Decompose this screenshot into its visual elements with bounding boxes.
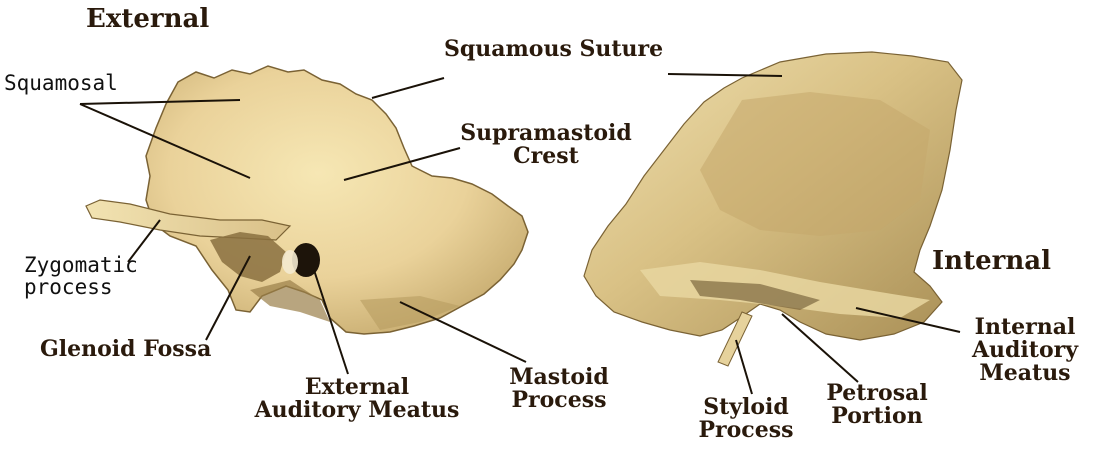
- supramastoid-crest-line2: Crest: [446, 145, 646, 168]
- zygomatic-process-label: Zygomatic process: [24, 254, 138, 298]
- leader-styloid-process: [736, 340, 752, 394]
- external-view-heading: External: [86, 6, 209, 33]
- internal-auditory-meatus-line3: Meatus: [950, 362, 1100, 385]
- styloid-process-line2: Process: [686, 419, 806, 442]
- internal-auditory-meatus-line1: Internal: [950, 316, 1100, 339]
- zygomatic-process-line2: process: [24, 276, 138, 298]
- supramastoid-crest-line1: Supramastoid: [446, 122, 646, 145]
- external-auditory-meatus-line1: External: [232, 376, 482, 399]
- external-auditory-meatus-line2: Auditory Meatus: [232, 399, 482, 422]
- supramastoid-crest-label: Supramastoid Crest: [446, 122, 646, 168]
- styloid-process-label: Styloid Process: [686, 396, 806, 442]
- squamous-suture-label: Squamous Suture: [444, 38, 663, 61]
- meatus-rim: [282, 250, 298, 274]
- styloid-process-line1: Styloid: [686, 396, 806, 419]
- mastoid-process-line1: Mastoid: [484, 366, 634, 389]
- external-temporal-bone: [86, 66, 528, 334]
- internal-fossa-shade: [700, 92, 930, 236]
- leader-squamous-suture-ext: [372, 78, 444, 98]
- petrosal-portion-line1: Petrosal: [812, 382, 942, 405]
- squamosal-label: Squamosal: [4, 72, 118, 94]
- external-auditory-meatus-label: External Auditory Meatus: [232, 376, 482, 422]
- petrosal-portion-label: Petrosal Portion: [812, 382, 942, 428]
- glenoid-fossa-label: Glenoid Fossa: [40, 338, 211, 361]
- external-squama-shape: [146, 66, 528, 334]
- mastoid-process-label: Mastoid Process: [484, 366, 634, 412]
- internal-auditory-meatus-label: Internal Auditory Meatus: [950, 316, 1100, 385]
- mastoid-process-line2: Process: [484, 389, 634, 412]
- leader-mastoid-process: [400, 302, 526, 362]
- petrosal-portion-line2: Portion: [812, 405, 942, 428]
- internal-view-heading: Internal: [932, 248, 1051, 275]
- internal-auditory-meatus-line2: Auditory: [950, 339, 1100, 362]
- zygomatic-process-line1: Zygomatic: [24, 254, 138, 276]
